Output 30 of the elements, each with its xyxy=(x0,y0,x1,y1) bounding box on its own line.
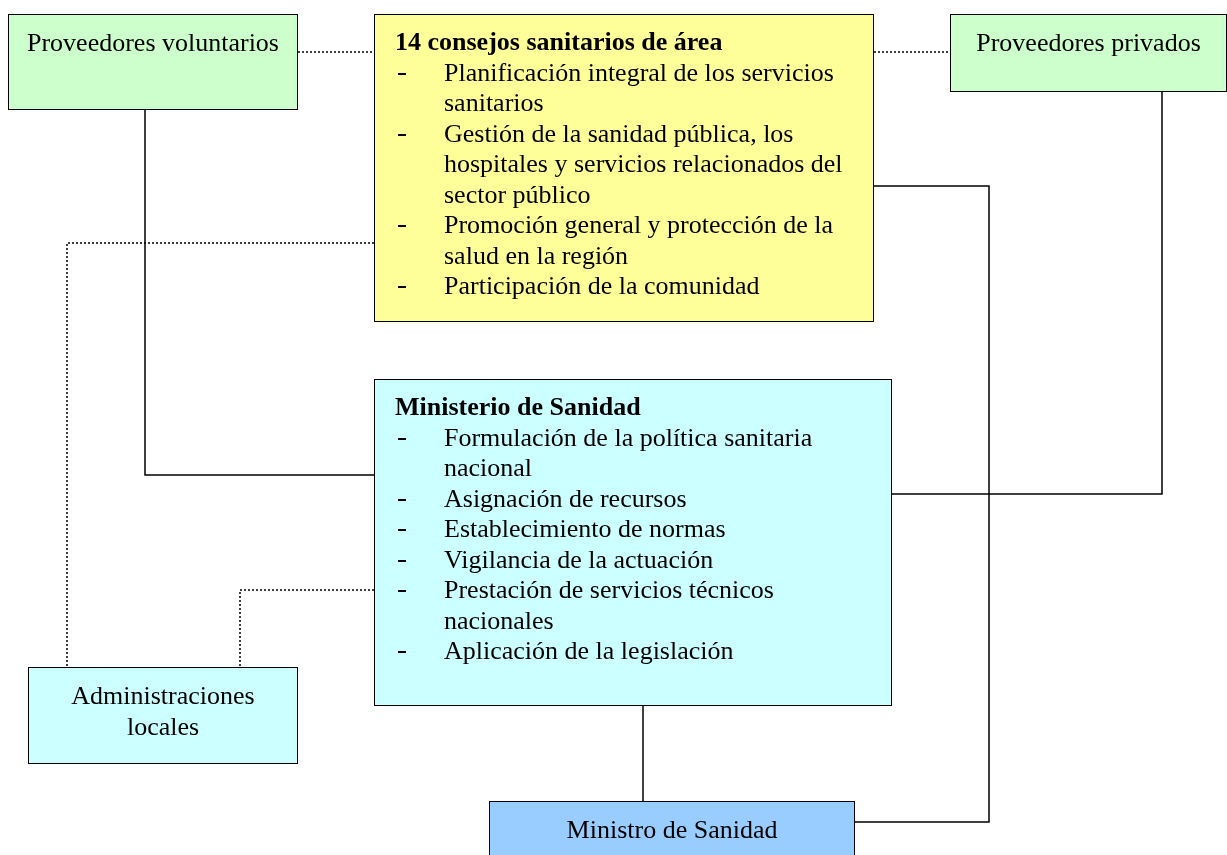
bullet-item: Establecimiento de normas xyxy=(395,514,883,545)
box-heading: 14 consejos sanitarios de área xyxy=(395,27,724,58)
connector-line xyxy=(144,109,375,476)
entity-box xyxy=(489,801,855,855)
entity-box xyxy=(950,14,1227,92)
bullet-item: Formulación de la política sanitaria nacional xyxy=(395,422,883,484)
dotted-connector xyxy=(873,51,951,53)
dotted-connector xyxy=(297,51,375,53)
info-box xyxy=(374,14,874,322)
bullet-item: Participación de la comunidad xyxy=(395,271,865,302)
connector-line xyxy=(854,185,990,823)
bullet-item: Asignación de recursos xyxy=(395,483,883,514)
dotted-connector xyxy=(66,242,375,668)
entity-box xyxy=(8,14,298,110)
box-heading: Ministerio de Sanidad xyxy=(395,392,642,423)
box-label: Administraciones locales xyxy=(70,680,256,742)
bullet-item: Prestación de servicios técnicos nacionales xyxy=(395,575,883,636)
bullet-item: Gestión de la sanidad pública, los hospitales y servicios relacionados del sector público xyxy=(395,118,865,210)
bullet-item: Promoción general y protección de la salud en la región xyxy=(395,210,865,271)
dotted-connector xyxy=(239,589,375,668)
bullet-item: Aplicación de la legislación xyxy=(395,636,883,667)
entity-box xyxy=(28,667,298,764)
connector-line xyxy=(891,91,1163,495)
bullet-item: Vigilancia de la actuación xyxy=(395,544,883,575)
bullet-item: Planificación integral de los servicios sanitarios xyxy=(395,57,865,119)
box-label: Ministro de Sanidad xyxy=(565,814,779,845)
info-box xyxy=(374,379,892,706)
box-label: Proveedores voluntarios xyxy=(26,27,280,58)
box-label: Proveedores privados xyxy=(975,27,1202,58)
connector-line xyxy=(642,705,644,802)
